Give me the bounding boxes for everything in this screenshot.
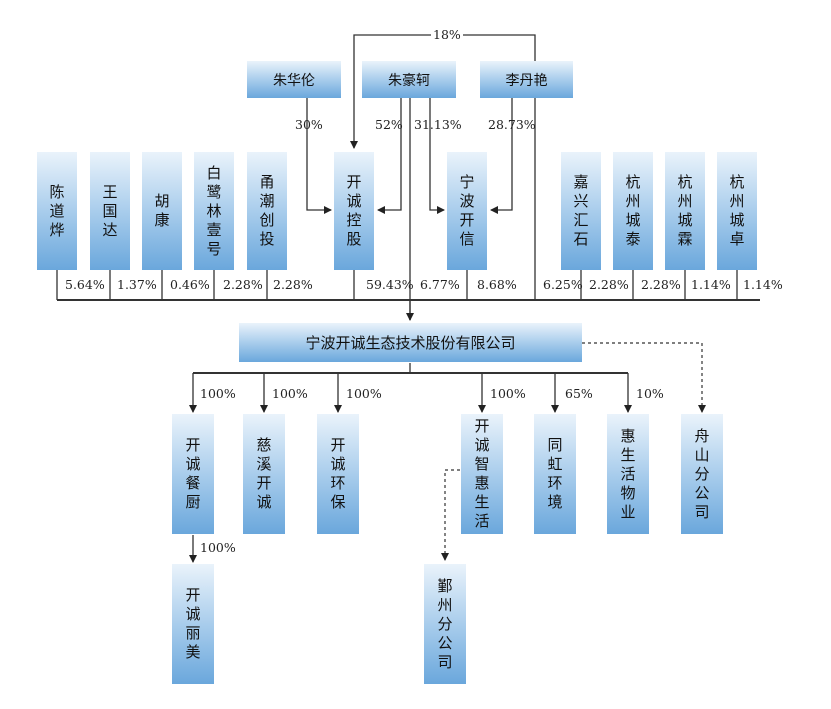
- pct-cixi-kaicheng: 100%: [272, 386, 308, 401]
- individual-li-danyan: 李丹艳: [480, 61, 573, 98]
- shareholder-hangzhou-chengtai-label: 杭州城泰: [625, 173, 641, 248]
- company-box: 宁波开诚生态技术股份有限公司: [239, 323, 582, 362]
- pct-hangzhou-chengsen: 2.28%: [641, 277, 681, 292]
- branch-yinzhou-label: 鄞州分公司: [437, 576, 453, 671]
- shareholder-chen-daoye: 陈道烨: [37, 152, 77, 270]
- pct-huisheng-wuye: 10%: [636, 386, 664, 401]
- pct-zhu-haoke-52: 52%: [375, 117, 403, 132]
- subsidiary-cixi-kaicheng-label: 慈溪开诚: [256, 436, 272, 511]
- individual-li-danyan-label: 李丹艳: [505, 72, 548, 89]
- shareholder-jiaxing-huishi-label: 嘉兴汇石: [573, 173, 589, 248]
- individual-zhu-haoke: 朱豪轲: [362, 61, 456, 98]
- pct-kaicheng-limei: 100%: [200, 540, 236, 555]
- pct-zhu-haoke-direct: 6.77%: [420, 277, 460, 292]
- subsidiary-kaicheng-limei-label: 开诚丽美: [185, 586, 201, 661]
- shareholder-wang-guoda-label: 王国达: [102, 182, 118, 239]
- shareholder-hangzhou-chengsen: 杭州城霖: [665, 152, 705, 270]
- shareholder-yongchao-chuangtou: 甬潮创投: [247, 152, 287, 270]
- pct-wang-guoda: 1.37%: [117, 277, 157, 292]
- pct-kaicheng-canchu: 100%: [200, 386, 236, 401]
- individual-zhu-hualun: 朱华伦: [247, 61, 341, 98]
- shareholder-jiaxing-huishi: 嘉兴汇石: [561, 152, 601, 270]
- subsidiary-cixi-kaicheng: 慈溪开诚: [243, 414, 285, 534]
- pct-kaicheng-huanbao: 100%: [346, 386, 382, 401]
- subsidiary-kaicheng-zhihui-label: 开诚智惠生活: [474, 417, 490, 530]
- pct-zhu-hualun: 30%: [295, 117, 323, 132]
- shareholder-hangzhou-chengsen-label: 杭州城霖: [677, 173, 693, 248]
- pct-hangzhou-chengtai: 2.28%: [589, 277, 629, 292]
- shareholder-ningbo-kaixin-label: 宁波开信: [459, 173, 475, 248]
- pct-bailu-linhu: 2.28%: [223, 277, 263, 292]
- subsidiary-tonghong-huanjing: 同虹环境: [534, 414, 576, 534]
- shareholder-hangzhou-chengtai: 杭州城泰: [613, 152, 653, 270]
- subsidiary-kaicheng-zhihui: 开诚智惠生活: [461, 414, 503, 534]
- shareholder-hangzhou-chengzhuo: 杭州城卓: [717, 152, 757, 270]
- shareholder-bailu-linhu: 白鹭林壹号: [194, 152, 234, 270]
- subsidiary-tonghong-huanjing-label: 同虹环境: [547, 436, 563, 511]
- subsidiary-kaicheng-canchu: 开诚餐厨: [172, 414, 214, 534]
- shareholder-hu-kang: 胡康: [142, 152, 182, 270]
- pct-hu-kang: 0.46%: [170, 277, 210, 292]
- shareholder-hangzhou-chengzhuo-label: 杭州城卓: [729, 173, 745, 248]
- individual-zhu-haoke-label: 朱豪轲: [388, 72, 430, 89]
- pct-li-danyan: 28.73%: [488, 117, 536, 132]
- shareholder-yongchao-chuangtou-label: 甬潮创投: [259, 173, 275, 248]
- shareholder-bailu-linhu-label: 白鹭林壹号: [206, 163, 222, 258]
- subsidiary-huisheng-wuye: 惠生活物业: [607, 414, 649, 534]
- subsidiary-kaicheng-canchu-label: 开诚餐厨: [185, 436, 201, 511]
- individual-zhu-hualun-label: 朱华伦: [273, 72, 315, 89]
- pct-jiaxing-huishi: 6.25%: [543, 277, 583, 292]
- pct-kaicheng-zhihui: 100%: [490, 386, 526, 401]
- branch-yinzhou: 鄞州分公司: [424, 564, 466, 684]
- shareholder-kaicheng-konggu-label: 开诚控股: [346, 173, 362, 248]
- subsidiary-kaicheng-huanbao-label: 开诚环保: [330, 436, 346, 511]
- subsidiary-kaicheng-huanbao: 开诚环保: [317, 414, 359, 534]
- branch-zhoushan: 舟山分公司: [681, 414, 723, 534]
- pct-hangzhou-chengzhuo-1: 1.14%: [691, 277, 731, 292]
- pct-chen-daoye: 5.64%: [65, 277, 105, 292]
- pct-hangzhou-chengzhuo-2: 1.14%: [743, 277, 783, 292]
- shareholder-ningbo-kaixin: 宁波开信: [447, 152, 487, 270]
- branch-zhoushan-label: 舟山分公司: [694, 426, 710, 521]
- subsidiary-kaicheng-limei: 开诚丽美: [172, 564, 214, 684]
- pct-kaicheng-konggu: 59.43%: [366, 277, 414, 292]
- pct-ningbo-kaixin: 8.68%: [477, 277, 517, 292]
- company-name: 宁波开诚生态技术股份有限公司: [305, 334, 516, 352]
- pct-zhu-haoke-kaixin: 31.13%: [414, 117, 462, 132]
- pct-18: 18%: [431, 27, 463, 42]
- shareholder-chen-daoye-label: 陈道烨: [49, 182, 65, 239]
- subsidiary-huisheng-wuye-label: 惠生活物业: [620, 426, 636, 521]
- pct-yongchao-chuangtou: 2.28%: [273, 277, 313, 292]
- pct-tonghong-huanjing: 65%: [565, 386, 593, 401]
- shareholder-wang-guoda: 王国达: [90, 152, 130, 270]
- shareholder-kaicheng-konggu: 开诚控股: [334, 152, 374, 270]
- shareholder-hu-kang-label: 胡康: [154, 192, 170, 229]
